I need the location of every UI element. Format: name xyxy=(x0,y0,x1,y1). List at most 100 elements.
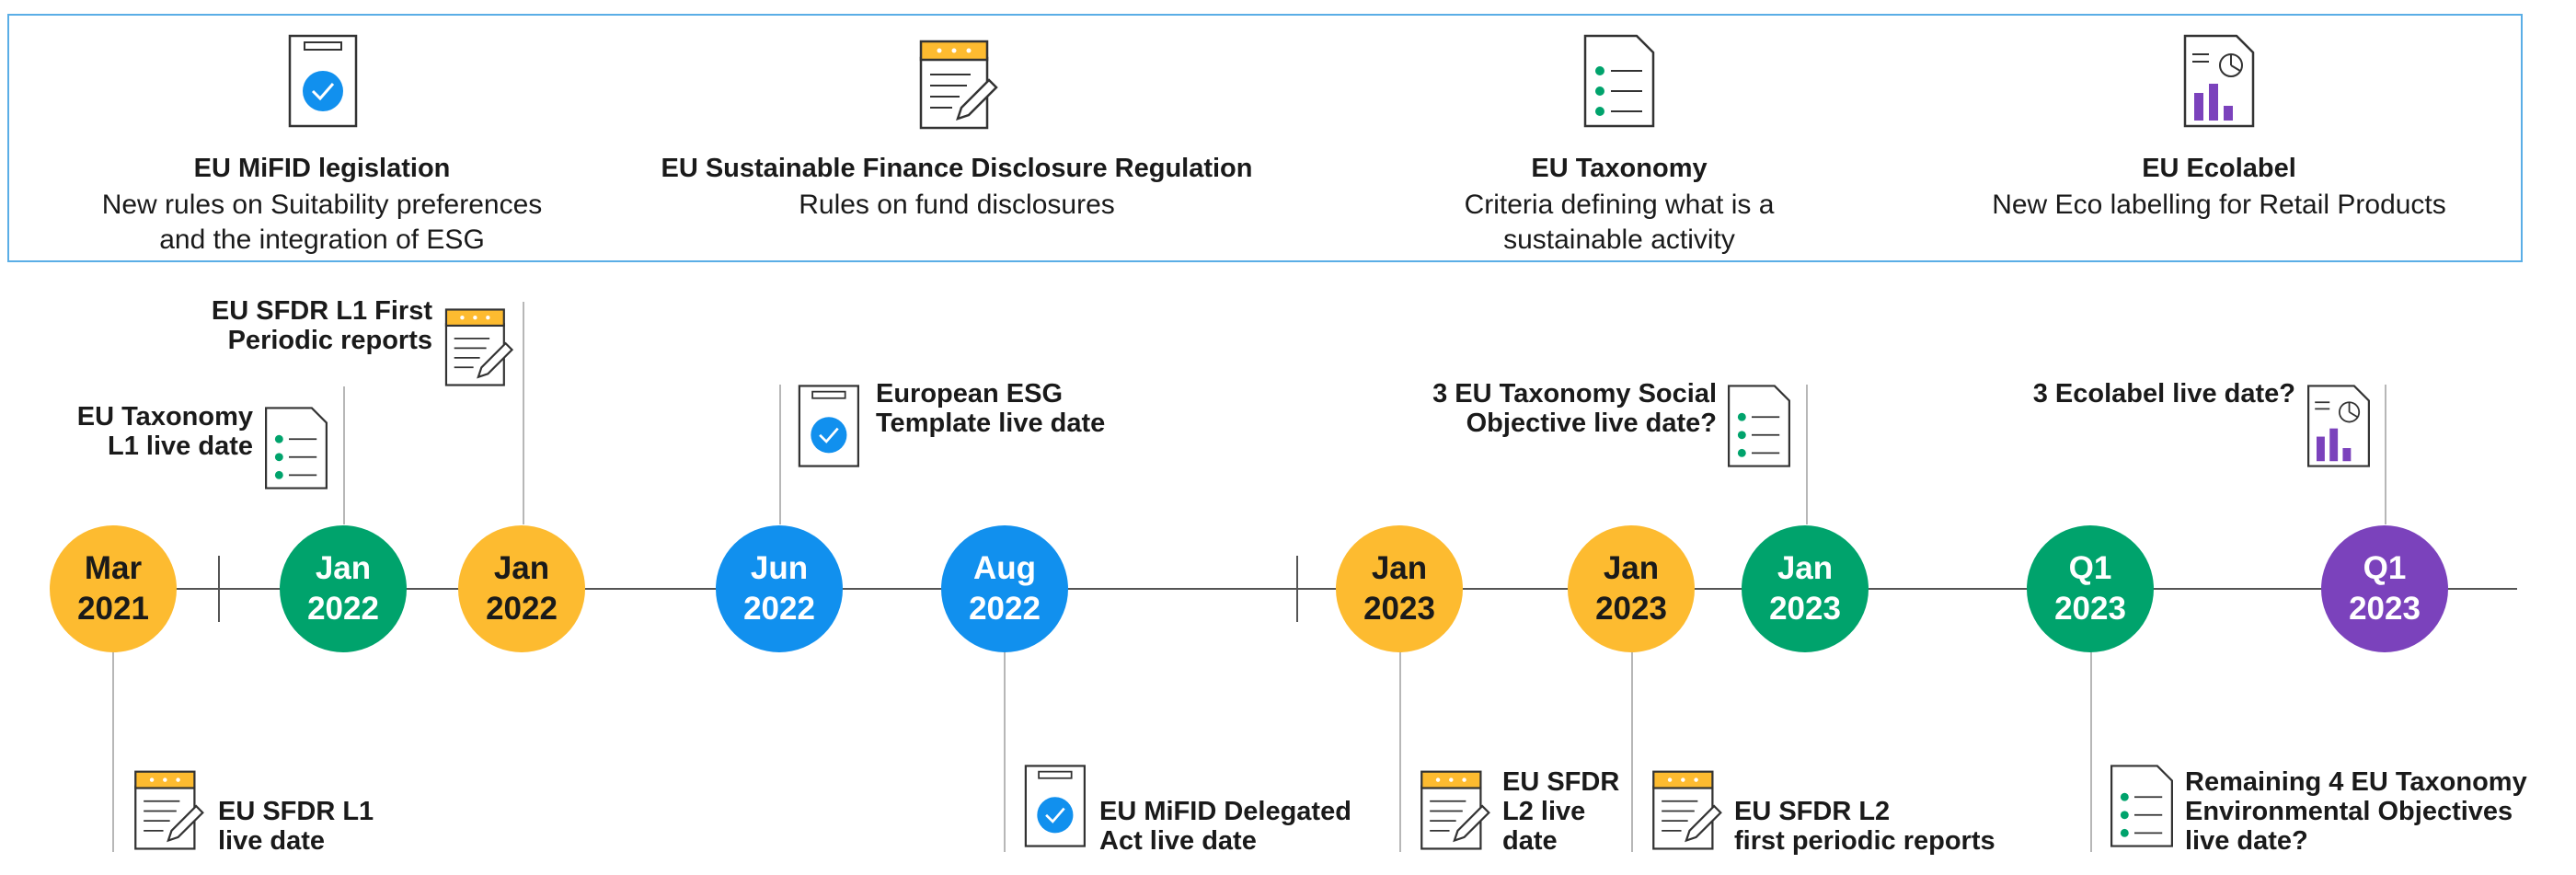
event-label: Remaining 4 EU Taxonomy Environmental Ob… xyxy=(2185,767,2527,856)
event-label-line: live date? xyxy=(2185,826,2308,856)
timeline-node: Mar 2021 xyxy=(50,525,177,652)
checked-document-icon xyxy=(288,34,358,128)
event-label-line: L1 live date xyxy=(108,432,253,461)
checklist-document-icon xyxy=(2110,765,2173,847)
legend-title: EU MiFID legislation xyxy=(193,154,451,183)
legend-desc-line: Rules on fund disclosures xyxy=(799,190,1115,220)
timeline-node: Q1 2023 xyxy=(2027,525,2154,652)
timeline-node: Jun 2022 xyxy=(716,525,843,652)
event-label-line: live date xyxy=(218,826,326,856)
timeline-node: Jan 2023 xyxy=(1742,525,1869,652)
node-year: 2023 xyxy=(1595,591,1667,627)
connector-line xyxy=(343,386,345,524)
connector-line xyxy=(2090,651,2092,852)
notepad-pencil-icon xyxy=(1420,770,1490,850)
checklist-document-icon xyxy=(1583,34,1655,128)
connector-line xyxy=(523,302,524,524)
node-year: 2022 xyxy=(743,591,815,627)
node-year: 2023 xyxy=(2054,591,2126,627)
node-month: Jan xyxy=(493,550,550,586)
connector-line xyxy=(2385,385,2386,524)
event-label: EU SFDR L2 first periodic reports xyxy=(1734,797,1995,856)
event-label-line: Act live date xyxy=(1099,826,1257,856)
chart-document-icon xyxy=(2183,34,2255,128)
legend-item-sfdr: EU Sustainable Finance Disclosure Regula… xyxy=(644,16,1270,264)
connector-line xyxy=(1004,651,1006,852)
event-label: EU MiFID Delegated Act live date xyxy=(1099,797,1351,856)
node-month: Jan xyxy=(1777,550,1834,586)
event-label-line: first periodic reports xyxy=(1734,826,1995,856)
legend-title: EU Sustainable Finance Disclosure Regula… xyxy=(661,154,1253,183)
timeline-node: Q1 2023 xyxy=(2321,525,2448,652)
legend-desc-line: sustainable activity xyxy=(1503,225,1735,255)
event-label-line: Periodic reports xyxy=(227,326,432,355)
legend-item-ecolabel: EU Ecolabel New Eco labelling for Retail… xyxy=(1906,16,2532,264)
event-label-line: EU MiFID Delegated xyxy=(1099,797,1351,826)
event-label-line: EU SFDR L1 First xyxy=(211,296,432,326)
legend-description: New Eco labelling for Retail Products xyxy=(1943,188,2495,223)
event-label-line: L2 live xyxy=(1502,797,1586,826)
notepad-pencil-icon xyxy=(1652,770,1722,850)
event-label-line: EU SFDR L2 xyxy=(1734,797,1891,826)
connector-line xyxy=(779,385,781,524)
legend-item-mifid: EU MiFID legislation New rules on Suitab… xyxy=(9,16,635,264)
timeline-node: Jan 2023 xyxy=(1336,525,1463,652)
node-month: Jan xyxy=(1603,550,1660,586)
connector-line xyxy=(1631,651,1633,852)
legend-desc-line: Criteria defining what is a xyxy=(1464,190,1775,220)
timeline-axis xyxy=(83,588,2517,590)
legend-desc-line: and the integration of ESG xyxy=(159,225,485,255)
event-label-line: date xyxy=(1502,826,1558,856)
checklist-document-icon xyxy=(265,407,328,489)
chart-document-icon xyxy=(2307,385,2370,467)
checked-document-icon xyxy=(1024,765,1086,847)
timeline-node: Aug 2022 xyxy=(941,525,1068,652)
legend-item-taxonomy: EU Taxonomy Criteria defining what is a … xyxy=(1306,16,1932,264)
checklist-document-icon xyxy=(1728,385,1790,467)
node-year: 2023 xyxy=(2349,591,2421,627)
node-month: Mar xyxy=(84,550,143,586)
event-label-line: EU SFDR L1 xyxy=(218,797,374,826)
node-year: 2023 xyxy=(1363,591,1435,627)
timeline-node: Jan 2023 xyxy=(1568,525,1695,652)
event-label-line: Template live date xyxy=(876,409,1106,438)
connector-line xyxy=(1806,385,1808,524)
event-label: EU Taxonomy L1 live date xyxy=(37,402,253,461)
notepad-pencil-icon xyxy=(134,770,204,850)
event-label: EU SFDR L1 live date xyxy=(218,797,374,856)
node-year: 2022 xyxy=(969,591,1041,627)
timeline-node: Jan 2022 xyxy=(280,525,407,652)
event-label-line: 3 Ecolabel live date? xyxy=(2032,379,2295,409)
node-month: Jun xyxy=(750,550,809,586)
event-label: European ESG Template live date xyxy=(876,379,1105,438)
event-label-line: 3 EU Taxonomy Social xyxy=(1432,379,1717,409)
node-year: 2022 xyxy=(307,591,379,627)
notepad-pencil-icon xyxy=(919,40,998,130)
event-label-line: Remaining 4 EU Taxonomy xyxy=(2185,767,2527,797)
event-label-line: EU Taxonomy xyxy=(76,402,253,432)
legend-description: Criteria defining what is a sustainable … xyxy=(1343,188,1895,258)
legend-panel: EU MiFID legislation New rules on Suitab… xyxy=(7,14,2523,262)
connector-line xyxy=(1399,651,1401,852)
timeline-node: Jan 2022 xyxy=(458,525,585,652)
legend-title: EU Ecolabel xyxy=(2142,154,2296,183)
year-tick xyxy=(1296,556,1298,622)
checked-document-icon xyxy=(798,385,859,467)
event-label-line: Objective live date? xyxy=(1466,409,1717,438)
legend-description: New rules on Suitability preferences and… xyxy=(46,188,598,258)
node-month: Q1 xyxy=(2068,550,2112,586)
node-year: 2022 xyxy=(486,591,558,627)
event-label-line: Environmental Objectives xyxy=(2185,797,2513,826)
node-month: Jan xyxy=(315,550,372,586)
node-month: Q1 xyxy=(2363,550,2407,586)
node-year: 2023 xyxy=(1769,591,1841,627)
legend-desc-line: New rules on Suitability preferences xyxy=(101,190,543,220)
node-month: Aug xyxy=(972,550,1037,586)
year-tick xyxy=(218,556,220,622)
event-label: 3 EU Taxonomy Social Objective live date… xyxy=(1408,379,1717,438)
legend-description: Rules on fund disclosures xyxy=(681,188,1233,223)
node-month: Jan xyxy=(1371,550,1428,586)
node-year: 2021 xyxy=(77,591,149,627)
legend-title: EU Taxonomy xyxy=(1531,154,1708,183)
